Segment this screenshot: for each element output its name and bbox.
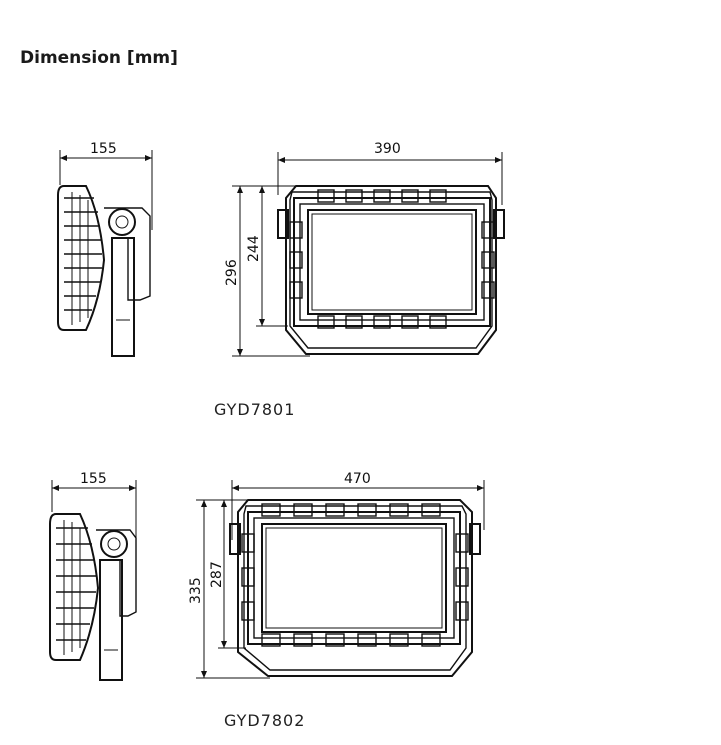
model-1-width: 390 bbox=[374, 141, 401, 157]
page-title: Dimension [mm] bbox=[20, 48, 178, 68]
model-2-overall-height: 335 bbox=[188, 577, 204, 604]
model-2-body-height: 287 bbox=[209, 561, 225, 588]
model-2-side-view bbox=[49, 480, 137, 681]
model-1-name: GYD7801 bbox=[214, 400, 296, 419]
model-1-side-view bbox=[57, 150, 153, 357]
model-2-front-view bbox=[196, 480, 485, 679]
model-2-side-depth: 155 bbox=[80, 471, 107, 487]
model-1-body-height: 244 bbox=[246, 235, 262, 262]
model-2-width: 470 bbox=[344, 471, 371, 487]
model-2-name: GYD7802 bbox=[224, 711, 306, 730]
model-1-side-depth: 155 bbox=[90, 141, 117, 157]
model-1-dimension-labels: 155 390 296 244 bbox=[90, 141, 401, 286]
model-2-dimension-labels: 155 470 335 287 bbox=[80, 471, 371, 604]
model-1-front-view bbox=[232, 152, 505, 357]
model-1-overall-height: 296 bbox=[224, 259, 240, 286]
